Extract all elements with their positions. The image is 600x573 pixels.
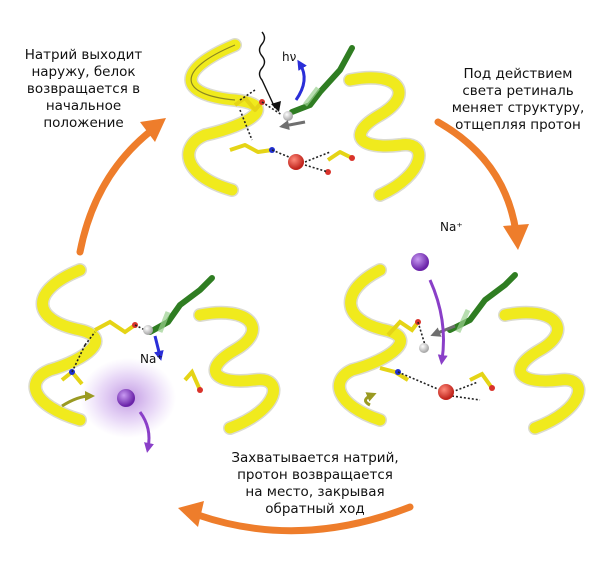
sodium-ion-left bbox=[117, 389, 135, 407]
water-molecule-top bbox=[288, 154, 304, 170]
sodium-ion-right bbox=[411, 253, 429, 271]
cycle-arrow-top-right bbox=[434, 118, 529, 250]
proton-left bbox=[143, 325, 153, 335]
sodium-arrow-left bbox=[138, 411, 154, 453]
structure-panel-top bbox=[181, 31, 426, 202]
light-label: hν bbox=[282, 50, 297, 64]
helix-right-top bbox=[343, 70, 426, 202]
caption-sodium-capture: Захватывается натрий, протон возвращаетс… bbox=[231, 450, 399, 517]
cycle-arrow-left bbox=[76, 118, 166, 256]
proton-right bbox=[419, 343, 429, 353]
proton-top bbox=[283, 111, 293, 121]
light-arrow bbox=[258, 31, 276, 109]
helix-left-top bbox=[181, 38, 265, 197]
cycle-arrow-bottom bbox=[178, 501, 414, 535]
caption-sodium-exit: Натрий выходит наружу, белок возвращаетс… bbox=[24, 47, 143, 131]
structure-panel-left bbox=[28, 263, 281, 453]
retinal-chain-top bbox=[289, 45, 355, 115]
structure-panel-right bbox=[332, 253, 586, 435]
sodium-arrow-right bbox=[428, 279, 448, 365]
sodium-label-right: Na⁺ bbox=[440, 220, 463, 234]
sodium-label-left: Na⁺ bbox=[140, 352, 163, 366]
caption-light-activation: Под действием света ретиналь меняет стру… bbox=[451, 66, 585, 133]
water-molecule-right bbox=[438, 384, 454, 400]
